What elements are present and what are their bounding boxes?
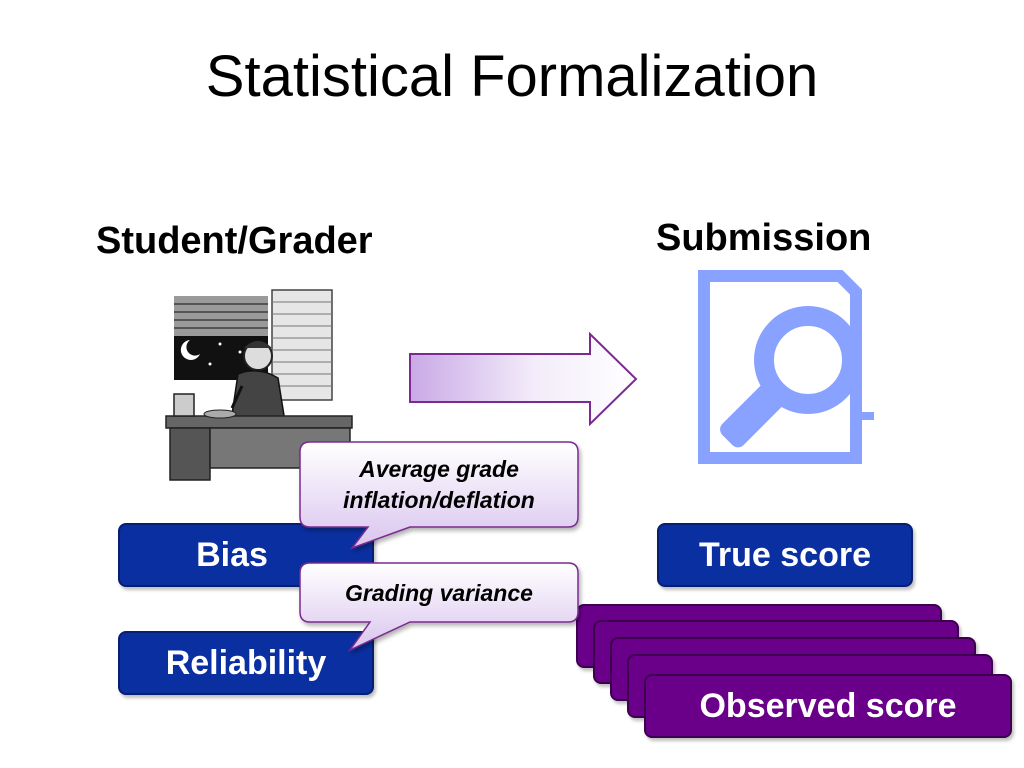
true-score-label: True score	[657, 523, 913, 587]
reliability-callout-bubble	[299, 562, 579, 652]
bias-callout-bubble	[299, 441, 579, 550]
document-magnifier-icon	[698, 270, 874, 464]
true-score-text: True score	[699, 535, 871, 574]
bias-callout-line2: inflation/deflation	[343, 487, 535, 513]
student-grader-heading: Student/Grader	[96, 220, 373, 262]
right-arrow-icon	[409, 332, 638, 426]
bias-callout-line1: Average grade	[359, 456, 519, 482]
bias-text: Bias	[196, 535, 268, 574]
reliability-label: Reliability	[118, 631, 374, 695]
reliability-text: Reliability	[165, 643, 327, 682]
bias-callout-text: Average grade inflation/deflation	[300, 454, 578, 516]
reliability-callout-text: Grading variance	[345, 580, 533, 606]
observed-score-text: Observed score	[699, 686, 957, 725]
observed-score-label: Observed score	[644, 674, 1012, 738]
grader-clipart-icon	[165, 289, 353, 481]
slide-title: Statistical Formalization	[205, 44, 819, 109]
submission-heading: Submission	[656, 217, 872, 259]
